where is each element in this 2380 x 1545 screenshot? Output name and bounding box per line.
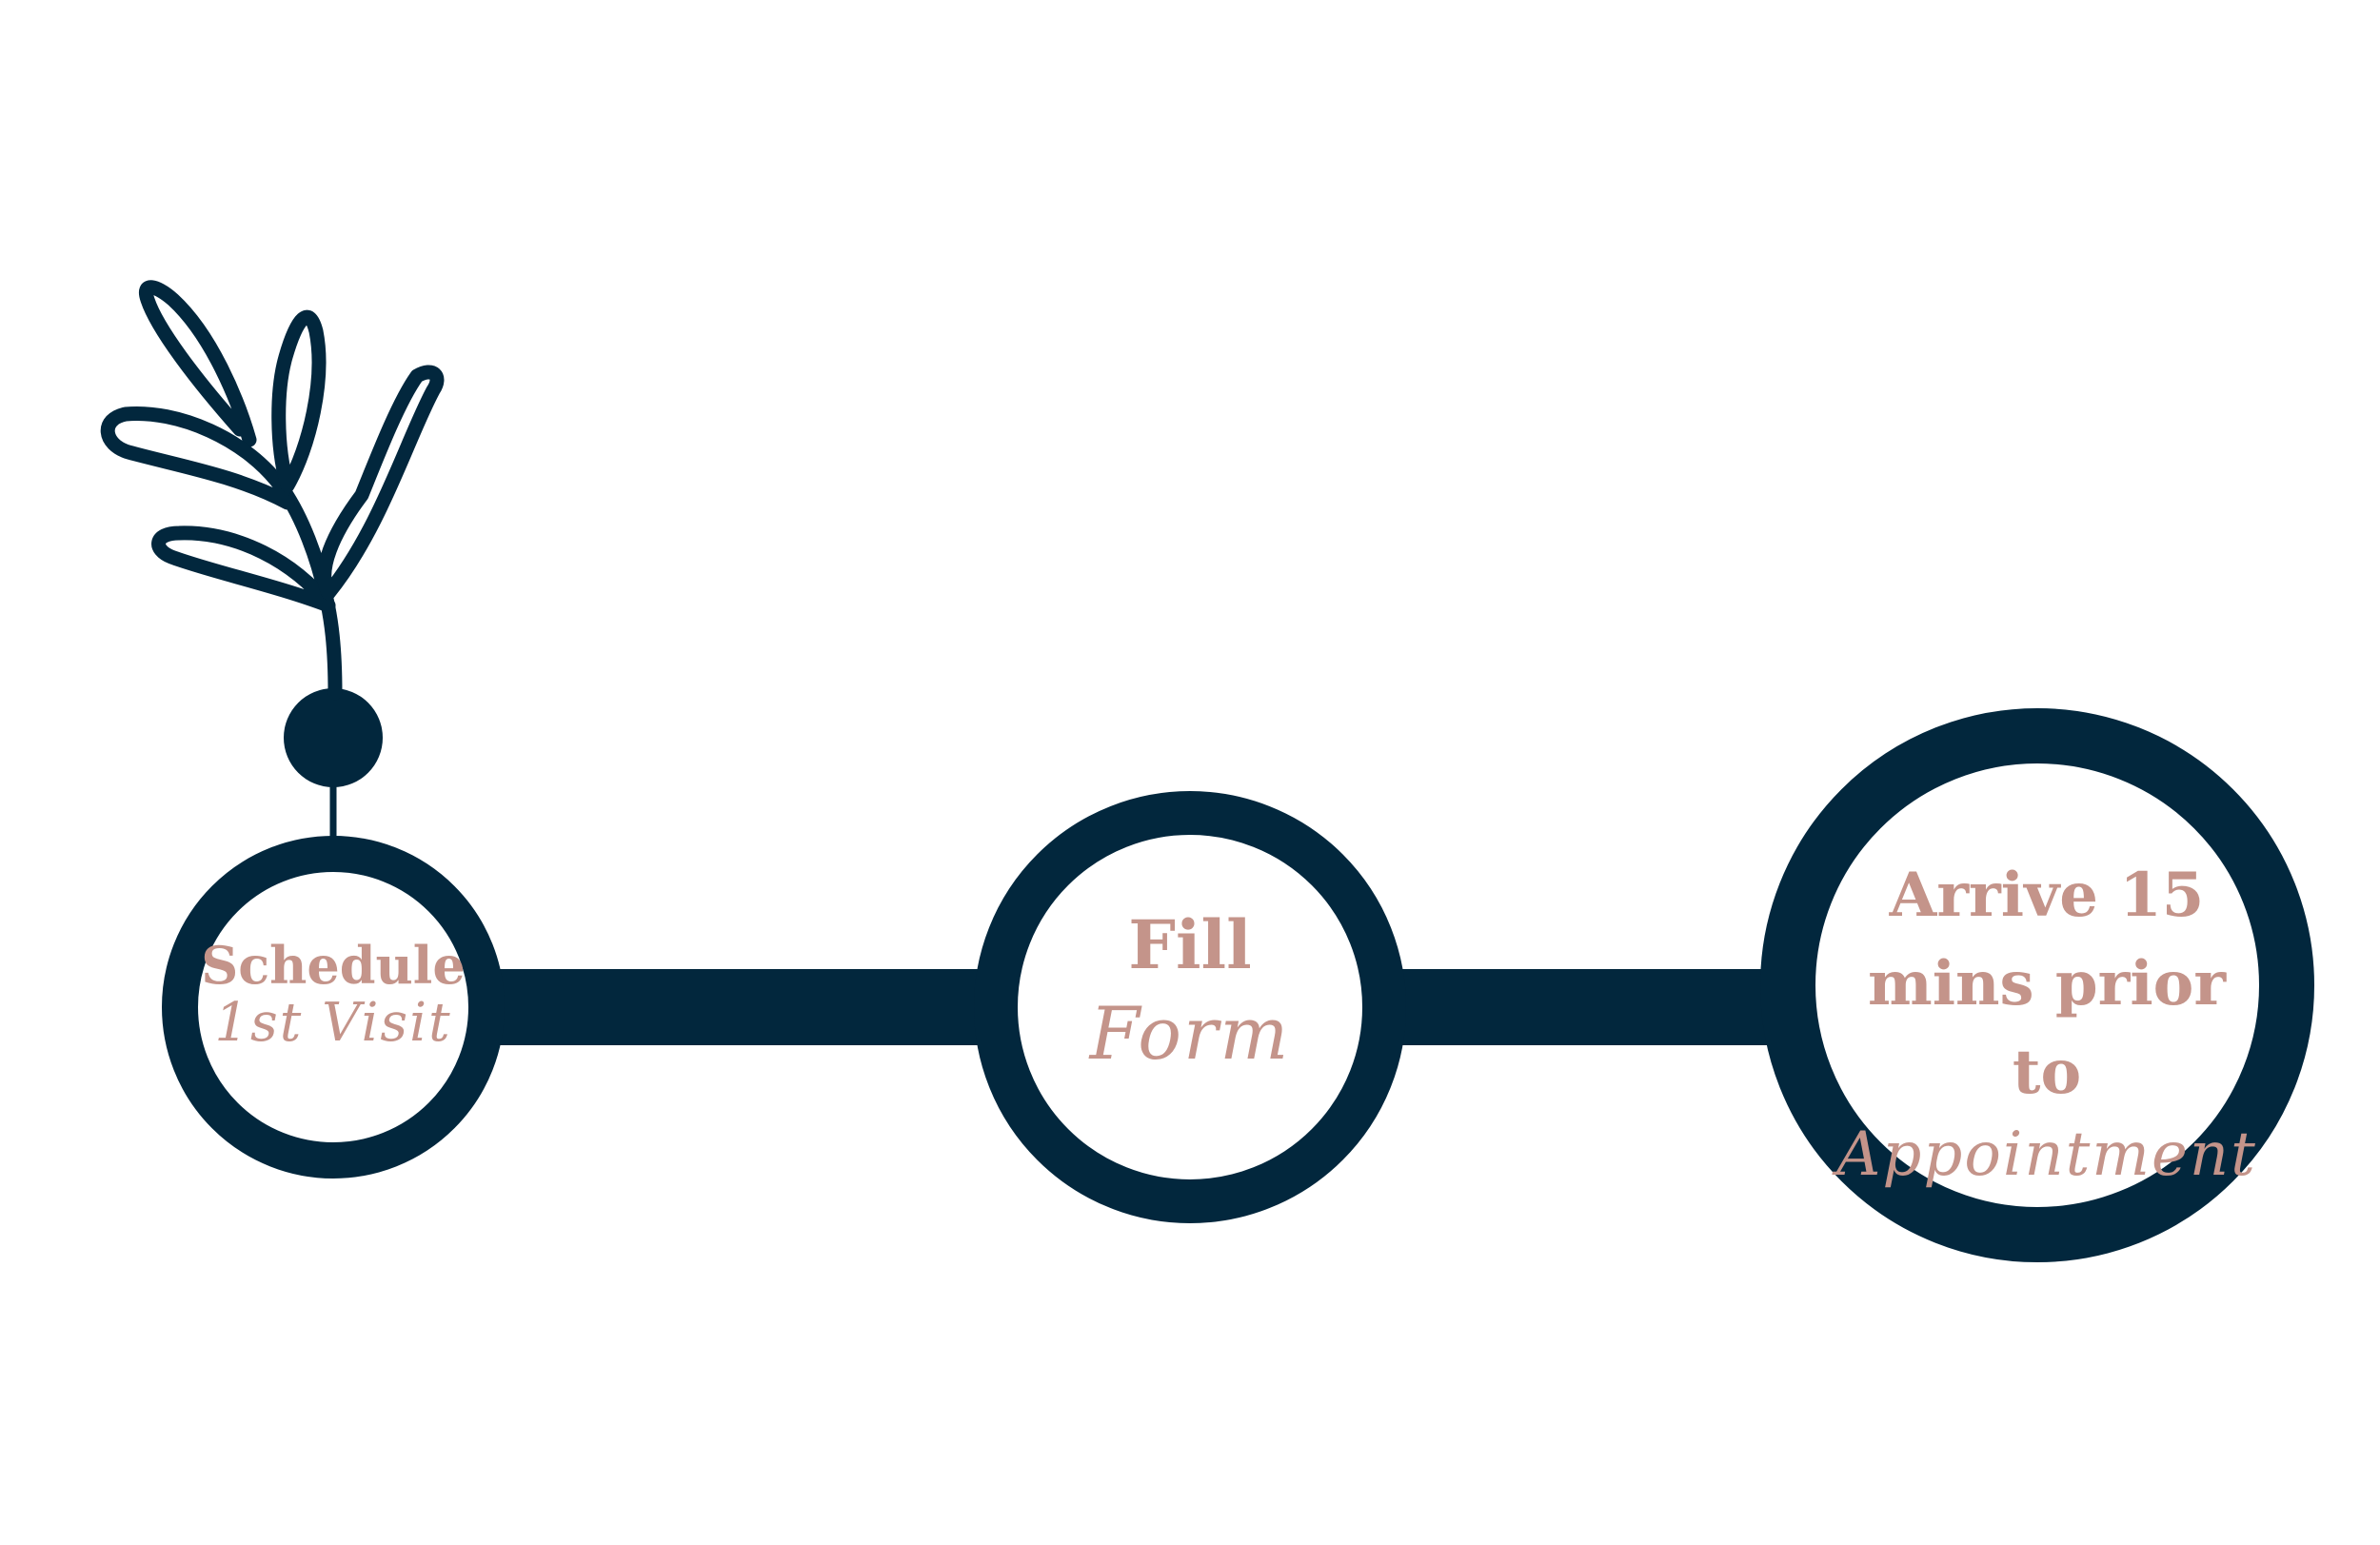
step-3-circle [1760,708,2314,1262]
connector-2-3 [1395,969,1795,1045]
step-2-circle [974,791,1406,1223]
step-3-label: Arrive 15 mins prior to Appointment [1828,852,2266,1189]
step-1-title: Schedule [201,935,466,996]
step-2-subtitle: Form [1089,990,1291,1076]
olive-branch-icon [100,280,445,701]
connector-1-2 [495,969,990,1045]
step-3-subtitle: Appointment [1836,1119,2257,1191]
step-2-title: Fill [1128,905,1252,984]
step-3-title-line-2: mins prior to [1867,947,2227,1108]
step-1-circle [162,836,505,1179]
step-1-label: Schedule 1st Visit [190,938,476,1053]
step-1-subtitle: 1st Visit [214,992,452,1055]
step-3-title-line-1: Arrive 15 [1889,860,2205,931]
branch-node-dot [284,688,383,787]
step-2-label: Fill Form [1047,909,1333,1073]
